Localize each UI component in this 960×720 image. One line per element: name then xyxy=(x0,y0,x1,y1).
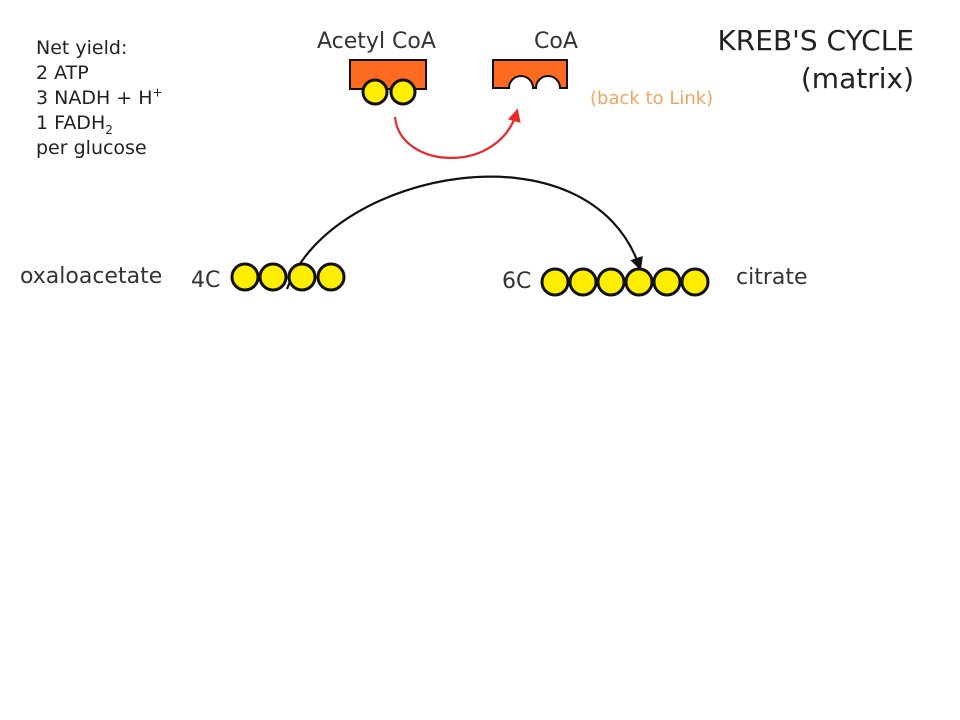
citrate-carbon xyxy=(568,267,598,297)
citrate-carbon xyxy=(540,267,570,297)
coa-release-arrow xyxy=(393,108,521,159)
oxaloacetate-carbon xyxy=(230,262,260,292)
acetyl-carbon xyxy=(361,78,389,106)
net-yield-per-glucose: per glucose xyxy=(36,137,147,159)
citrate-carbon xyxy=(596,267,626,297)
fadh-subscript: 2 xyxy=(105,122,113,137)
oxaloacetate-label: oxaloacetate xyxy=(20,264,163,289)
acetyl-carbon xyxy=(389,78,417,106)
diagram-title: KREB'S CYCLE (matrix) xyxy=(717,22,914,98)
back-to-link-label: (back to Link) xyxy=(590,88,714,109)
citrate-carbon xyxy=(652,267,682,297)
net-yield-fadh: 1 FADH2 xyxy=(36,111,163,136)
citrate-carbon xyxy=(624,267,654,297)
net-yield-block: Net yield: 2 ATP 3 NADH + H+ 1 FADH2 per… xyxy=(36,36,163,161)
coa-label: CoA xyxy=(534,29,578,54)
fadh-text: 1 FADH xyxy=(36,112,106,134)
title-line-1: KREB'S CYCLE xyxy=(717,24,914,57)
title-line-2: (matrix) xyxy=(800,62,914,95)
citrate-carbon xyxy=(680,267,710,297)
citrate-molecule xyxy=(540,267,710,297)
acetyl-carbon-group xyxy=(361,78,417,106)
net-yield-atp: 2 ATP xyxy=(36,62,89,84)
coa-carrier xyxy=(492,59,568,89)
four-carbon-label: 4C xyxy=(191,268,221,293)
oxaloacetate-carbon xyxy=(287,262,317,292)
acetyl-coa-label: Acetyl CoA xyxy=(317,29,436,54)
net-yield-nadh: 3 NADH + H+ xyxy=(36,86,163,111)
nadh-text: 3 NADH + H xyxy=(36,87,153,109)
oxaloacetate-molecule xyxy=(230,262,346,292)
oxaloacetate-carbon xyxy=(316,262,346,292)
acetyl-coa-carrier xyxy=(349,59,427,90)
condensation-arrow xyxy=(285,175,643,290)
nadh-superscript: + xyxy=(152,85,163,100)
citrate-label: citrate xyxy=(736,265,808,290)
six-carbon-label: 6C xyxy=(502,269,532,294)
net-yield-heading: Net yield: xyxy=(36,37,128,59)
oxaloacetate-carbon xyxy=(258,262,288,292)
